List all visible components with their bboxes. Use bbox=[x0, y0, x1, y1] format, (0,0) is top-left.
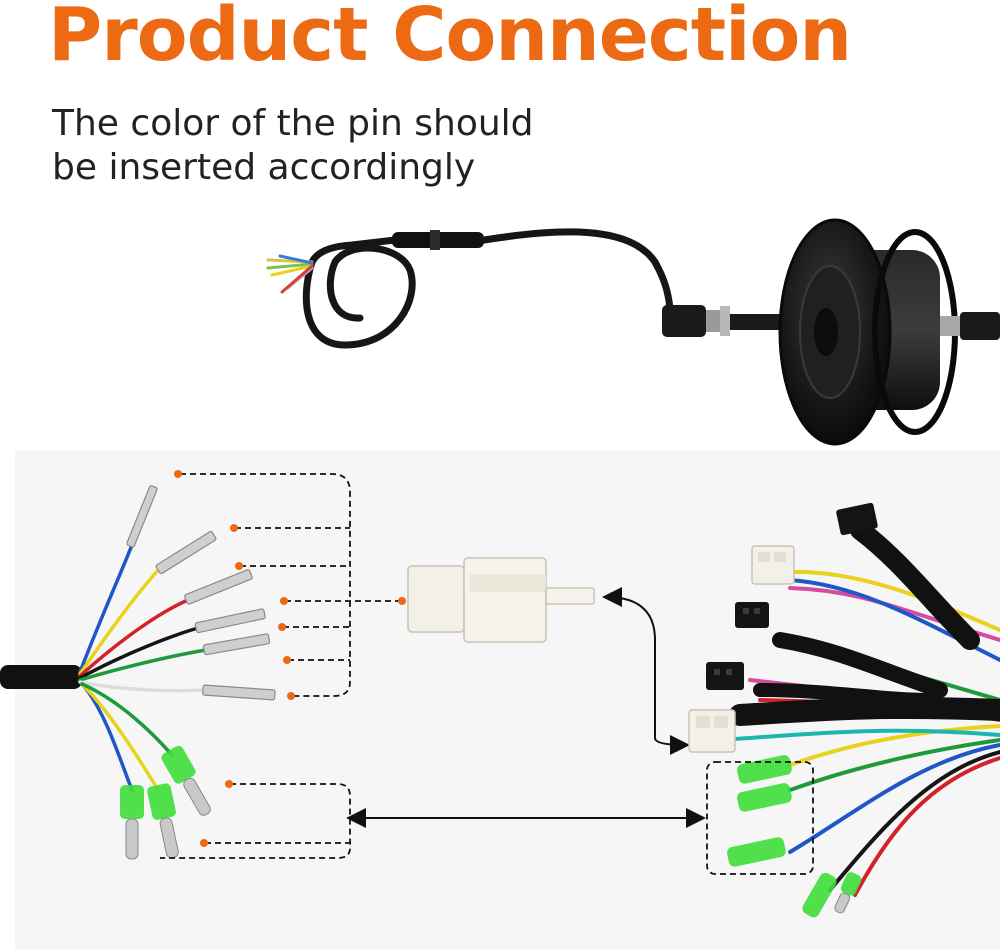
motor-cable-bundle bbox=[0, 485, 276, 860]
hub-motor-assembly bbox=[266, 218, 1000, 446]
phase-pins-bracket bbox=[160, 783, 351, 859]
callout-dots-top bbox=[174, 470, 406, 700]
subtitle: The color of the pin should be inserted … bbox=[52, 102, 534, 190]
subtitle-line-2: be inserted accordingly bbox=[52, 147, 476, 188]
controller-harness bbox=[688, 502, 1000, 918]
hall-sensor-connector bbox=[407, 557, 595, 643]
hall-pins-bracket bbox=[180, 473, 400, 697]
callout-dots-bottom bbox=[200, 780, 233, 847]
connection-arrows bbox=[346, 587, 706, 828]
page-title: Product Connection bbox=[48, 0, 852, 78]
subtitle-line-1: The color of the pin should bbox=[52, 103, 534, 144]
